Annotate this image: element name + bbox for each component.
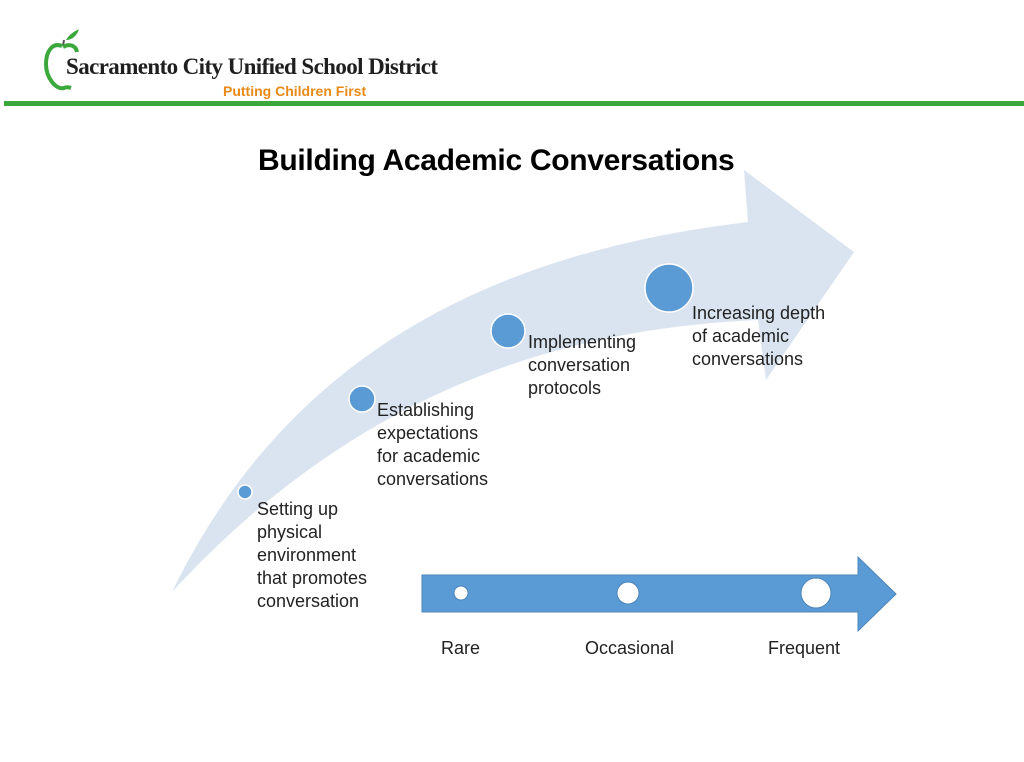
stage-marker-1: [237, 484, 253, 500]
frequency-scale-arrow: [421, 555, 897, 633]
scale-marker-rare: [453, 585, 469, 601]
header: Sacramento City Unified School District …: [0, 0, 1024, 112]
stage-label-1: Setting up physical environment that pro…: [257, 499, 368, 611]
stage-marker-2: [348, 385, 376, 413]
stage-label-2: Establishing expectations for academic c…: [377, 400, 489, 489]
tagline: Putting Children First: [223, 83, 367, 99]
apple-logo: [44, 29, 79, 91]
scale-marker-frequent: [800, 577, 832, 609]
scale-label-occasional: Occasional: [585, 638, 675, 658]
header-divider: [4, 101, 1024, 106]
scale-label-frequent: Frequent: [768, 638, 841, 658]
stage-label-3: Implementing conversation protocols: [528, 332, 637, 398]
district-name: Sacramento City Unified School District: [66, 54, 438, 79]
stage-label-4: Increasing depth of academic conversatio…: [692, 303, 826, 369]
stage-marker-3: [490, 313, 526, 349]
scale-marker-occasional: [616, 581, 640, 605]
slide-title: Building Academic Conversations: [258, 144, 735, 177]
stage-marker-4: [644, 263, 694, 313]
scale-label-rare: Rare: [441, 638, 481, 658]
